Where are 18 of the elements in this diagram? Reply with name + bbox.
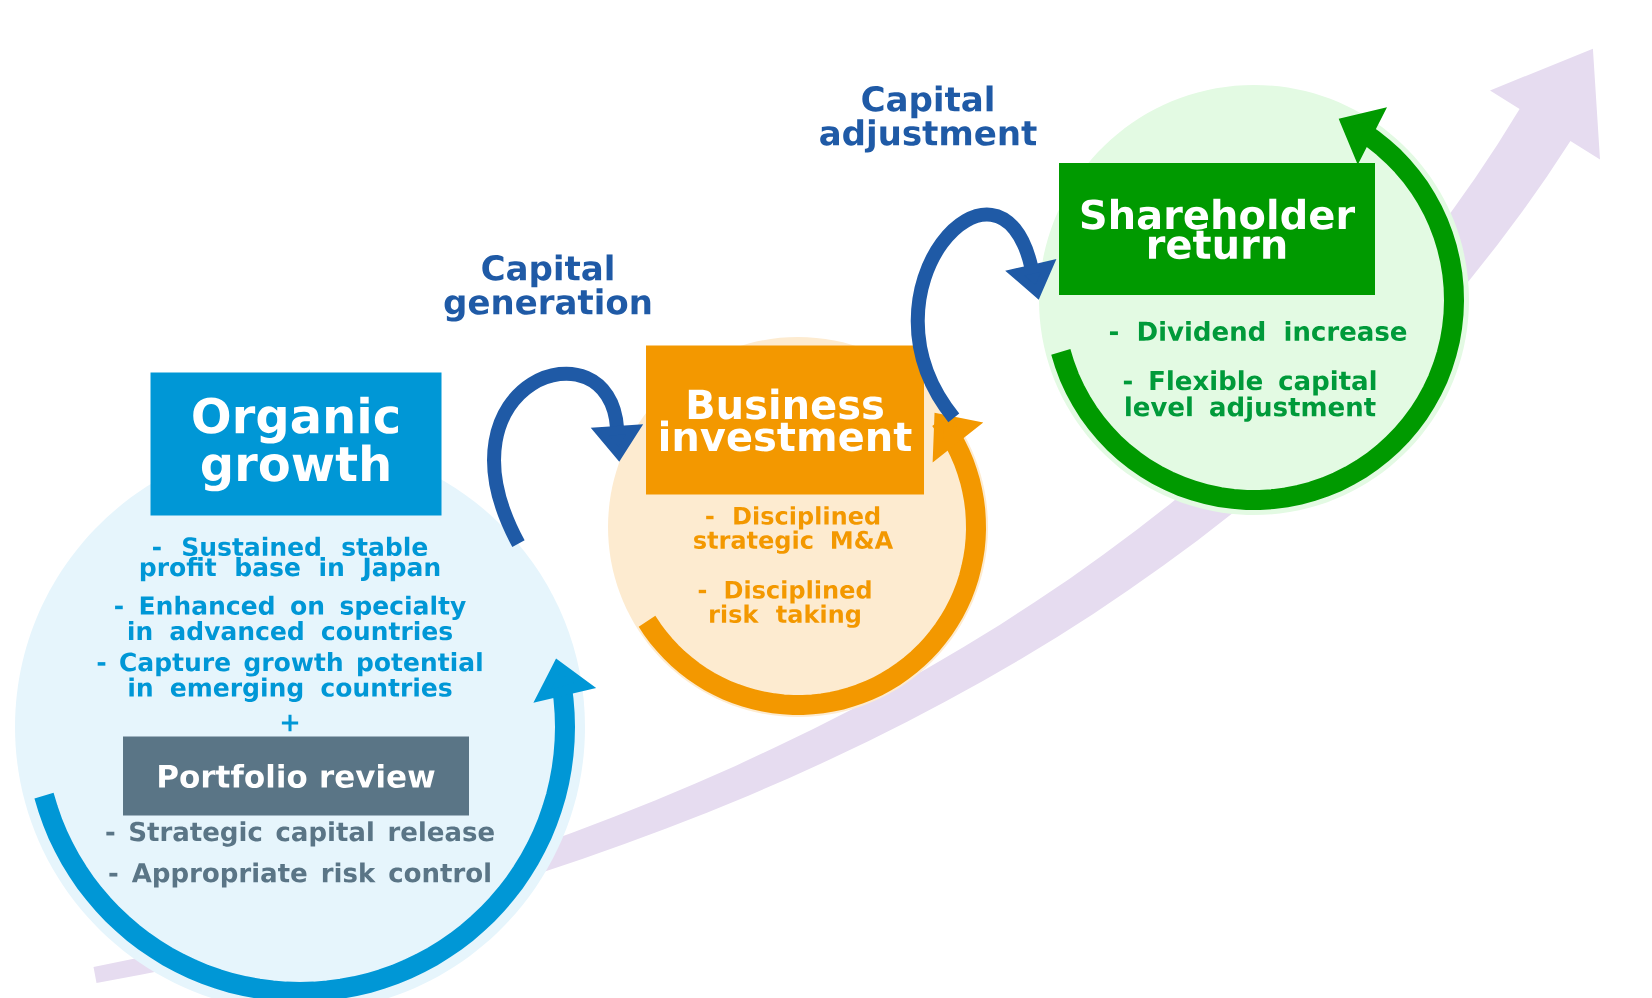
bullet-text: - Enhanced on specialty in advanced countries xyxy=(115,595,466,641)
heading-box: Organic growth xyxy=(150,372,442,516)
bullet-text: + xyxy=(281,714,299,732)
curved-arrow xyxy=(910,207,1057,422)
bullet-text: - Flexible capital level adjustment xyxy=(1123,370,1376,422)
bullet-text: - Capture growth potential in emerging countries xyxy=(97,652,482,702)
edge-label: Capital generation xyxy=(444,254,651,322)
bullet-text: - Appropriate risk control xyxy=(109,862,490,888)
heading-box: Shareholder return xyxy=(1059,163,1375,295)
curved-arrow xyxy=(487,366,644,547)
heading-box: Business investment xyxy=(646,345,924,495)
bullet-text: - Disciplined strategic M&A xyxy=(694,506,894,554)
bullet-text: - Sustained stable profit base in Japan xyxy=(140,536,440,582)
label-box: Portfolio review xyxy=(123,736,469,816)
bullet-text: - Disciplined risk taking xyxy=(698,580,871,628)
bullet-text: - Dividend increase xyxy=(1109,320,1407,342)
edge-label: Capital adjustment xyxy=(820,85,1037,153)
bullet-text: - Strategic capital release xyxy=(106,821,494,847)
